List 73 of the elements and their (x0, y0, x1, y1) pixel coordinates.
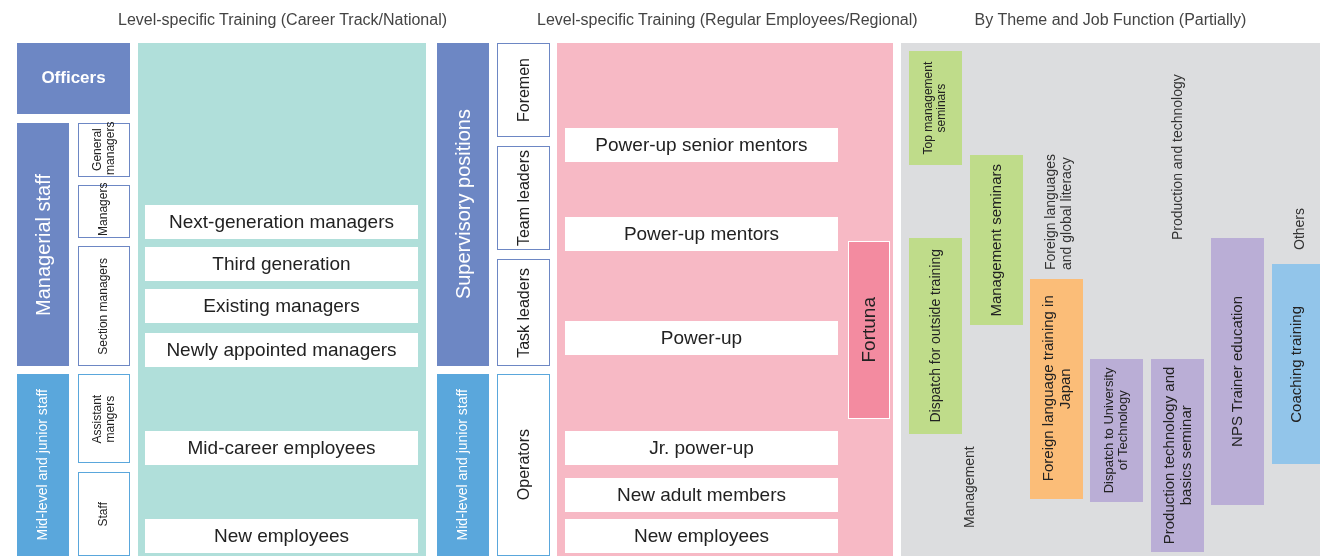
box-label: Dispatch to University of Technology (1102, 366, 1131, 496)
category-label: Foreign languages and global literacy (1040, 153, 1075, 270)
training-box (1090, 359, 1143, 502)
position-tag (497, 259, 550, 366)
training-box (565, 478, 838, 512)
box-label: Mid-level and junior staff (35, 389, 51, 541)
box-label: Next-generation managers (169, 211, 394, 233)
box-label: Jr. power-up (649, 437, 754, 459)
training-box (970, 155, 1023, 325)
box-label: Foreign language training in Japan (1040, 295, 1073, 484)
training-box (1272, 264, 1320, 464)
box-label: Top management seminars (922, 60, 949, 157)
position-tag (78, 246, 130, 366)
box-label: Power-up senior mentors (595, 134, 808, 156)
box-label: Assistant mangers (90, 393, 118, 446)
training-box (565, 431, 838, 465)
training-box (1211, 238, 1264, 505)
box-label: Power-up mentors (623, 223, 780, 245)
training-box (145, 289, 418, 323)
box-label: Task leaders (514, 267, 533, 358)
box-label: New employees (213, 525, 350, 547)
box-label: Section managers (97, 257, 111, 355)
training-box (909, 238, 962, 434)
level-band (17, 374, 69, 556)
box-label: Mid-career employees (187, 437, 376, 459)
box-label: Managerial staff (32, 173, 54, 316)
column-heading: Level-specific Training (Career Track/National) (118, 11, 446, 29)
category-label: Others (1289, 207, 1308, 250)
position-tag (497, 43, 550, 137)
position-tag (78, 472, 130, 556)
training-box (909, 51, 962, 165)
training-box (565, 217, 838, 251)
training-box (145, 247, 418, 281)
box-label: Fortuna (858, 297, 880, 363)
box-label: Newly appointed managers (166, 339, 397, 361)
box-label: Staff (97, 501, 111, 527)
box-label: Foremen (514, 58, 533, 122)
category-label: Management (959, 445, 978, 528)
box-label: Management seminars (988, 163, 1005, 317)
box-label: Supervisory positions (452, 109, 474, 300)
level-band (437, 43, 489, 366)
box-label: Operators (514, 429, 533, 501)
training-box (1151, 359, 1204, 552)
training-box (565, 128, 838, 162)
position-tag (78, 123, 130, 177)
box-label: Dispatch for outside training (927, 249, 944, 423)
box-label: Officers (41, 69, 106, 88)
position-tag (78, 185, 130, 238)
box-label: Production technology and basics seminar (1161, 365, 1194, 547)
level-band (17, 43, 130, 114)
training-box (145, 333, 418, 367)
box-label: Team leaders (514, 149, 533, 246)
level-band (17, 123, 69, 366)
box-label: New employees (633, 525, 770, 547)
box-label: New adult members (617, 484, 786, 506)
box-label: Coaching training (1287, 305, 1305, 423)
position-tag (497, 374, 550, 556)
position-tag (78, 374, 130, 463)
level-band (437, 374, 489, 556)
position-tag (497, 146, 550, 250)
training-box (1030, 279, 1083, 499)
box-label: Third generation (212, 253, 351, 275)
box-label: Power-up (660, 327, 743, 349)
box-label: NPS Trainer education (1229, 296, 1246, 447)
training-box (145, 205, 418, 239)
training-box (565, 519, 838, 553)
box-label: Existing managers (203, 295, 360, 317)
training-box (145, 519, 418, 553)
training-box (848, 241, 890, 419)
box-label: Mid-level and junior staff (455, 389, 471, 541)
training-box (145, 431, 418, 465)
training-box (565, 321, 838, 355)
category-label: Production and technology (1167, 73, 1186, 240)
